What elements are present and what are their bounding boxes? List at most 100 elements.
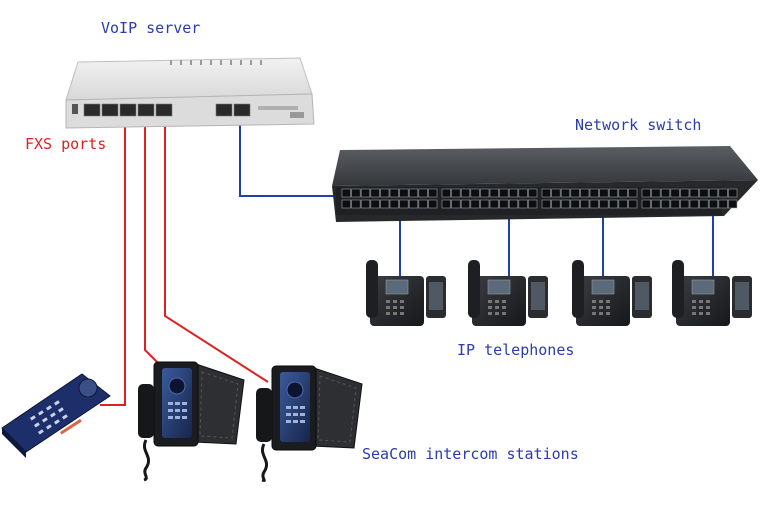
ip-phone-icon bbox=[672, 260, 752, 326]
switch-port bbox=[618, 199, 628, 209]
switch-port bbox=[651, 188, 661, 198]
switch-port bbox=[641, 188, 651, 198]
switch-port bbox=[651, 199, 661, 209]
ip-telephones-label: IP telephones bbox=[457, 341, 575, 359]
switch-port bbox=[470, 188, 480, 198]
switch-port bbox=[451, 199, 461, 209]
switch-port bbox=[708, 199, 719, 209]
analog-lines bbox=[100, 112, 269, 406]
switch-port bbox=[628, 199, 638, 209]
switch-port bbox=[570, 188, 580, 198]
voip-server-label: VoIP server bbox=[101, 19, 201, 37]
switch-port bbox=[370, 188, 380, 198]
fxs-line-2 bbox=[144, 112, 161, 366]
switch-port bbox=[499, 199, 509, 209]
switch-port bbox=[418, 199, 428, 209]
network-switch-icon bbox=[332, 146, 758, 222]
switch-port bbox=[718, 188, 728, 198]
switch-port-array bbox=[341, 188, 738, 209]
switch-port bbox=[551, 188, 561, 198]
switch-port bbox=[628, 188, 638, 198]
marine-intercom-icon bbox=[138, 361, 245, 482]
ip-phone-icon bbox=[468, 260, 548, 326]
switch-port bbox=[580, 199, 590, 209]
switch-port bbox=[489, 188, 499, 198]
switch-port bbox=[351, 188, 361, 198]
switch-port bbox=[399, 188, 409, 198]
switch-port bbox=[689, 188, 699, 198]
switch-port bbox=[660, 188, 671, 198]
switch-port bbox=[380, 199, 390, 209]
switch-port bbox=[608, 199, 619, 209]
switch-port bbox=[680, 188, 690, 198]
switch-port bbox=[618, 188, 628, 198]
switch-port bbox=[708, 188, 719, 198]
network-switch-label: Network switch bbox=[575, 116, 702, 134]
switch-port bbox=[541, 199, 551, 209]
switch-port bbox=[518, 199, 528, 209]
switch-port bbox=[470, 199, 480, 209]
switch-port bbox=[699, 188, 709, 198]
switch-port bbox=[380, 188, 390, 198]
voip-server-icon bbox=[65, 57, 315, 129]
switch-port bbox=[728, 199, 738, 209]
switch-port bbox=[351, 199, 361, 209]
switch-port bbox=[608, 188, 619, 198]
ip-phone-icon bbox=[572, 260, 652, 326]
switch-port bbox=[599, 199, 609, 209]
switch-port bbox=[599, 188, 609, 198]
switch-port bbox=[589, 188, 599, 198]
switch-port bbox=[560, 199, 571, 209]
switch-port bbox=[489, 199, 499, 209]
switch-port bbox=[360, 199, 371, 209]
switch-port bbox=[418, 188, 428, 198]
ethernet-lines bbox=[239, 112, 714, 276]
switch-port bbox=[718, 199, 728, 209]
switch-port bbox=[541, 188, 551, 198]
fxs-ports-label: FXS ports bbox=[25, 135, 107, 153]
switch-port bbox=[641, 199, 651, 209]
switch-port bbox=[451, 188, 461, 198]
switch-port bbox=[480, 199, 490, 209]
switch-port bbox=[580, 188, 590, 198]
switch-port bbox=[570, 199, 580, 209]
fxs-line-3 bbox=[164, 112, 269, 383]
switch-port bbox=[441, 188, 451, 198]
switch-port bbox=[428, 188, 438, 198]
switch-port bbox=[551, 199, 561, 209]
switch-port bbox=[389, 188, 399, 198]
ip-phone-icon bbox=[366, 260, 446, 326]
switch-port bbox=[341, 188, 351, 198]
switch-port bbox=[670, 188, 680, 198]
switch-port bbox=[508, 188, 519, 198]
switch-port bbox=[399, 199, 409, 209]
fxs-line-1 bbox=[100, 112, 126, 406]
wall-panel-intercom-icon bbox=[1, 373, 111, 458]
switch-port bbox=[460, 199, 471, 209]
switch-port bbox=[689, 199, 699, 209]
switch-port bbox=[589, 199, 599, 209]
switch-port bbox=[680, 199, 690, 209]
switch-port bbox=[460, 188, 471, 198]
switch-port bbox=[441, 199, 451, 209]
uplink-line bbox=[239, 112, 338, 197]
switch-port bbox=[699, 199, 709, 209]
switch-port bbox=[480, 188, 490, 198]
switch-port bbox=[499, 188, 509, 198]
switch-port bbox=[560, 188, 571, 198]
switch-port bbox=[341, 199, 351, 209]
switch-port bbox=[670, 199, 680, 209]
switch-port bbox=[528, 199, 538, 209]
intercom-stations-label: SeaCom intercom stations bbox=[362, 445, 579, 463]
switch-port bbox=[408, 199, 419, 209]
switch-port bbox=[660, 199, 671, 209]
switch-port bbox=[528, 188, 538, 198]
switch-port bbox=[518, 188, 528, 198]
marine-intercom-icon bbox=[256, 365, 363, 482]
switch-port bbox=[508, 199, 519, 209]
switch-port bbox=[428, 199, 438, 209]
switch-port bbox=[408, 188, 419, 198]
switch-port bbox=[360, 188, 371, 198]
switch-port bbox=[728, 188, 738, 198]
